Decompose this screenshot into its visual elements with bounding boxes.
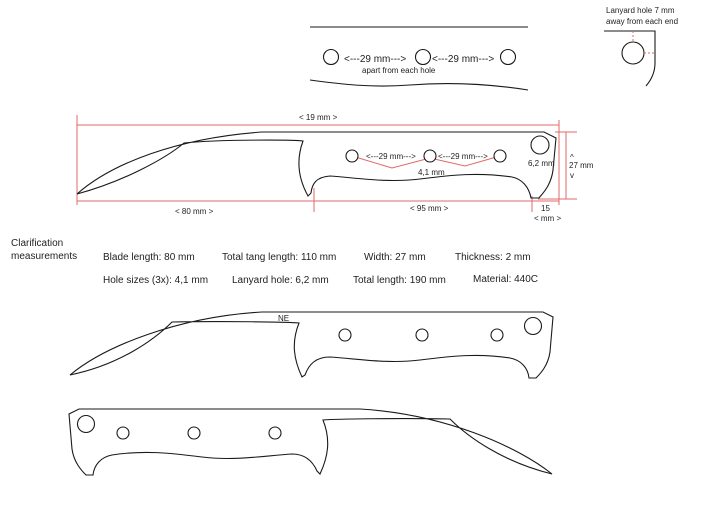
view-mark-label: NE — [278, 314, 289, 323]
profile-1-hole-2 — [415, 328, 429, 342]
profile-1-hole-3 — [490, 328, 504, 342]
spec-blade-length: Blade length: 80 mm — [103, 252, 195, 263]
lanyard-detail-hole — [621, 41, 645, 65]
clarification-heading-1: Clarification — [11, 238, 63, 249]
hole-spacing-detail: <---29 mm---> <---29 mm---> apart from e… — [309, 26, 529, 91]
dim-height-arrow-up: ^ — [570, 153, 574, 162]
dim-total-length-label: < 19 mm > — [299, 113, 338, 122]
dim-tang-length-label: < 95 mm > — [410, 204, 449, 213]
dim-hole-2 — [423, 149, 437, 163]
profile-1-hole-1 — [338, 328, 352, 342]
dim-end-offset-label: 15 — [541, 204, 550, 213]
lanyard-detail: Lanyard hole 7 mm away from each end — [604, 6, 678, 87]
dim-lanyard-size-label: 6,2 mm — [528, 159, 555, 168]
detail-spacing-left: <---29 mm---> — [344, 54, 406, 65]
dim-hole-span-right — [429, 155, 501, 167]
dim-height-arrow-down: v — [570, 171, 574, 180]
detail-hole-left — [322, 48, 340, 66]
dim-hole-span-left — [351, 155, 431, 169]
dim-hole-spacing-left-label: <---29 mm---> — [366, 152, 416, 161]
spec-width: Width: 27 mm — [364, 252, 426, 263]
dimensioned-knife: < 19 mm > <---29 mm---> <---29 mm---> 4,… — [76, 113, 594, 223]
knife-profile-2-outline — [68, 408, 553, 476]
dim-lanyard-hole — [530, 135, 550, 155]
detail-spacing-right: <---29 mm---> — [432, 54, 494, 65]
spec-total-tang-length: Total tang length: 110 mm — [222, 252, 336, 263]
clarification-heading-2: measurements — [11, 251, 77, 262]
dim-hole-spacing-right-label: <---29 mm---> — [438, 152, 488, 161]
dim-hole-3 — [493, 149, 507, 163]
dim-height-label: 27 mm — [569, 161, 594, 170]
knife-profile-left-facing — [68, 408, 553, 476]
clarification-block: Clarification measurements Blade length:… — [11, 238, 538, 286]
lanyard-note-line1: Lanyard hole 7 mm — [606, 6, 675, 15]
knife-outline-dimensioned — [76, 131, 557, 199]
spec-material: Material: 440C — [473, 274, 538, 285]
profile-2-hole-3 — [116, 426, 130, 440]
profile-2-hole-1 — [268, 426, 282, 440]
spec-lanyard-hole: Lanyard hole: 6,2 mm — [232, 275, 329, 286]
spec-thickness: Thickness: 2 mm — [455, 252, 531, 263]
lanyard-detail-outline — [604, 30, 656, 87]
lanyard-note-line2: away from each end — [606, 17, 678, 26]
dim-hole-size-label: 4,1 mm — [418, 168, 445, 177]
knife-profile-right-facing: NE — [69, 311, 554, 379]
profile-2-lanyard-hole — [76, 414, 96, 434]
knife-profile-1-outline — [69, 311, 554, 379]
detail-bottom-edge — [309, 79, 529, 91]
detail-hole-right — [499, 48, 517, 66]
dim-blade-length-label: < 80 mm > — [175, 207, 214, 216]
detail-hole-middle — [414, 48, 432, 66]
detail-spacing-note: apart from each hole — [362, 66, 436, 75]
profile-1-lanyard-hole — [523, 316, 543, 336]
dim-hole-1 — [345, 149, 359, 163]
profile-2-hole-2 — [187, 426, 201, 440]
spec-hole-sizes: Hole sizes (3x): 4,1 mm — [103, 275, 208, 286]
dim-end-offset-unit: < mm > — [534, 214, 561, 223]
spec-total-length: Total length: 190 mm — [353, 275, 446, 286]
